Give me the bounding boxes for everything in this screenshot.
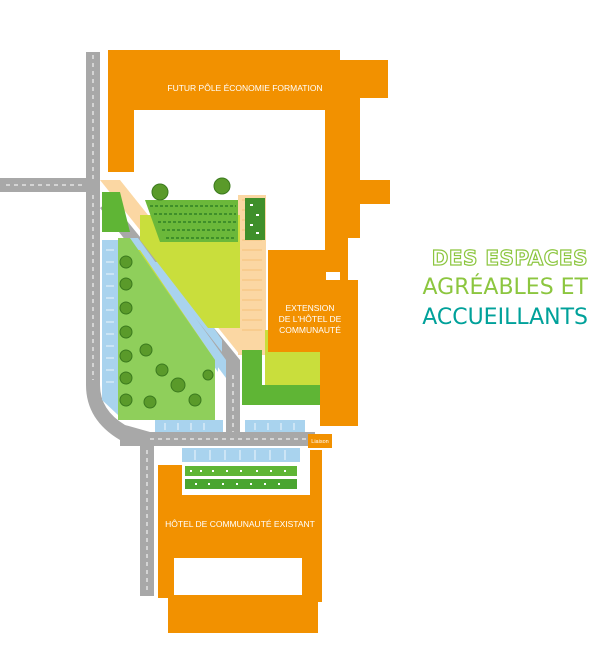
road-dashes (6, 55, 310, 590)
tree (202, 369, 214, 381)
parking-west (102, 240, 118, 415)
tree (119, 325, 133, 339)
headline-line-3: ACCUEILLANTS (422, 305, 588, 330)
building-extension-south (320, 330, 358, 426)
label-hotel-existant: HÔTEL DE COMMUNAUTÉ EXISTANT (165, 519, 315, 529)
tree (119, 349, 133, 363)
tree (213, 177, 231, 195)
tree (143, 395, 157, 409)
tree (119, 277, 133, 291)
trees (119, 177, 231, 409)
tree (119, 255, 133, 269)
garden-row-lines (150, 205, 236, 239)
tree (119, 393, 133, 407)
parking-south-court (182, 448, 300, 462)
headline-line-1: DES ESPACES (431, 245, 588, 270)
road-west-loop (86, 180, 150, 446)
road-north-vertical (86, 52, 100, 185)
building-extension-annex (318, 280, 358, 332)
tree (151, 183, 169, 201)
label-extension-2: DE L'HÔTEL DE (279, 314, 342, 324)
label-futur-pole: FUTUR PÔLE ÉCONOMIE FORMATION (167, 83, 322, 93)
label-liaison: Liaison (311, 439, 328, 445)
lawn-west (118, 238, 215, 420)
tree (188, 393, 202, 407)
tree (119, 301, 133, 315)
parking-bottom-left (155, 420, 223, 432)
lawn-central (140, 215, 240, 328)
building-futur-pole (108, 50, 390, 330)
building-liaison (308, 434, 332, 448)
buildings (108, 50, 390, 633)
building-hotel-existant (158, 450, 322, 602)
headline-line-2: AGRÉABLES ET (422, 275, 589, 300)
road-west-horizontal (0, 178, 90, 192)
tree (139, 343, 153, 357)
building-hotel-existant-wing (168, 595, 318, 633)
garden-nw (102, 192, 130, 232)
label-extension-3: COMMUNAUTÉ (279, 325, 341, 335)
building-extension (268, 250, 326, 352)
building-labels: FUTUR PÔLE ÉCONOMIE FORMATION EXTENSION … (165, 83, 342, 529)
parking-stall-lines (106, 249, 295, 460)
parking-bottom-right (245, 420, 305, 432)
garden-strip-2 (185, 479, 297, 489)
garden-se (242, 350, 320, 405)
parking-diagonal-band-c (152, 262, 222, 352)
label-extension-1: EXTENSION (285, 303, 334, 313)
tree (170, 377, 186, 393)
tree (119, 371, 133, 385)
garden-flower-dots (190, 204, 286, 485)
lawns (118, 215, 320, 420)
garden-east-flowers (245, 198, 265, 240)
gardens (102, 192, 320, 489)
garden-rows-central (145, 200, 238, 242)
tree (155, 363, 169, 377)
road-south-vertical (140, 446, 154, 596)
